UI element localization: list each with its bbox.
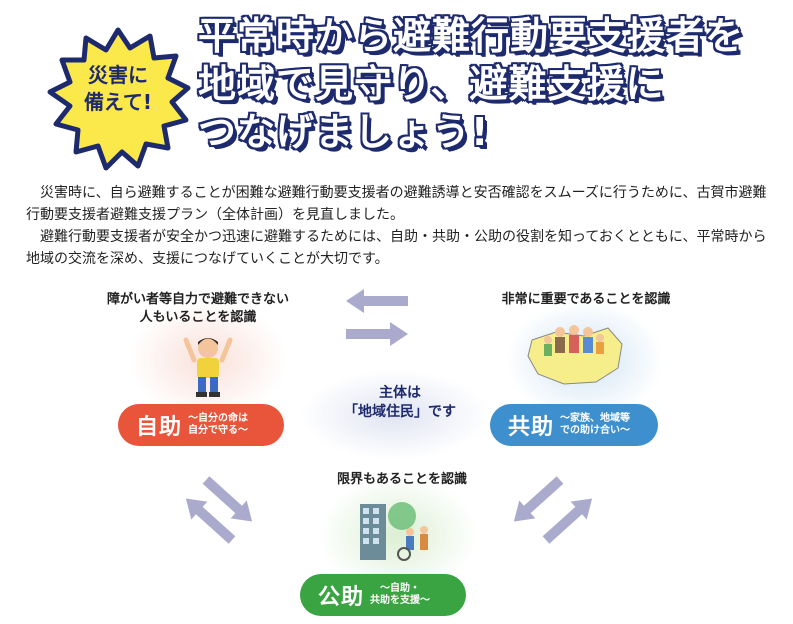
intro-text: 災害時に、自ら避難することが困難な避難行動要支援者の避難誘導と安否確認をスムーズ…: [26, 182, 778, 270]
badge-line-1: 災害に: [88, 63, 148, 87]
self-help-label: 自助: [136, 415, 183, 440]
center-line-1: 主体は: [379, 385, 421, 401]
headline-line-3: つなげましょう!: [198, 110, 490, 154]
mutual-help-caption: 非常に重要であることを認識: [501, 292, 671, 307]
arrow-to-public-from-mutual-icon: [505, 471, 569, 531]
public-help-glow: [318, 475, 478, 595]
arrow-to-mutual-icon: [346, 322, 408, 346]
family-on-map-illustration: [527, 325, 623, 385]
badge-line-2: 備えて!: [83, 90, 153, 114]
arrow-to-public-from-self-icon: [197, 471, 261, 531]
arrow-to-self-icon: [346, 289, 408, 313]
mutual-help-sub-line-2: での助け合い～: [560, 425, 631, 436]
public-help-pill: 公助 ～自助・ 共助を支援～: [300, 574, 466, 616]
public-help-sub: ～自助・ 共助を支援～: [370, 583, 430, 607]
building-and-people-illustration: [360, 502, 428, 561]
self-help-glow: [128, 300, 288, 420]
mutual-help-sub-line-1: ～家族、地域等: [560, 413, 631, 424]
arrow-to-self-from-public-icon: [177, 489, 241, 549]
badge-text: 災害に 備えて!: [44, 62, 192, 116]
center-glow: [300, 370, 490, 460]
intro-paragraph-2: 避難行動要支援者が安全かつ迅速に避難するためには、自助・共助・公助の役割を知って…: [26, 229, 767, 267]
center-line-2: 「地域住民」です: [344, 404, 456, 420]
self-help-caption-line-2: 人もいることを認識: [139, 310, 257, 325]
self-help-caption-line-1: 障がい者等自力で避難できない: [106, 292, 289, 307]
public-help-caption: 限界もあることを認識: [336, 472, 467, 487]
self-help-sub-line-1: ～自分の命は: [188, 413, 249, 424]
starburst-badge: [47, 27, 191, 171]
self-help-sub: ～自分の命は 自分で守る～: [188, 413, 248, 437]
headline: 平常時から避難行動要支援者を 地域で見守り、避難支援に つなげましょう!: [198, 12, 788, 156]
self-help-pill: 自助 ～自分の命は 自分で守る～: [118, 404, 284, 446]
public-help-sub-line-1: ～自助・: [380, 583, 421, 594]
self-help-sub-line-2: 自分で守る～: [188, 425, 249, 436]
self-help-caption: 障がい者等自力で避難できない 人もいることを認識: [78, 291, 318, 327]
headline-line-1: 平常時から避難行動要支援者を: [198, 14, 745, 58]
mutual-help-label: 共助: [508, 415, 555, 440]
headline-line-2: 地域で見守り、避難支援に: [198, 62, 665, 106]
mutual-help-glow: [505, 300, 665, 420]
center-subject-text: 主体は 「地域住民」です: [325, 384, 475, 422]
mutual-help-pill: 共助 ～家族、地域等 での助け合い～: [490, 404, 658, 446]
public-help-sub-line-2: 共助を支援～: [370, 595, 431, 606]
child-cheering-illustration: [183, 337, 233, 397]
mutual-help-sub: ～家族、地域等 での助け合い～: [560, 413, 630, 437]
public-help-label: 公助: [318, 585, 365, 610]
intro-paragraph-1: 災害時に、自ら避難することが困難な避難行動要支援者の避難誘導と安否確認をスムーズ…: [26, 185, 767, 223]
arrow-to-mutual-from-public-icon: [537, 489, 601, 549]
